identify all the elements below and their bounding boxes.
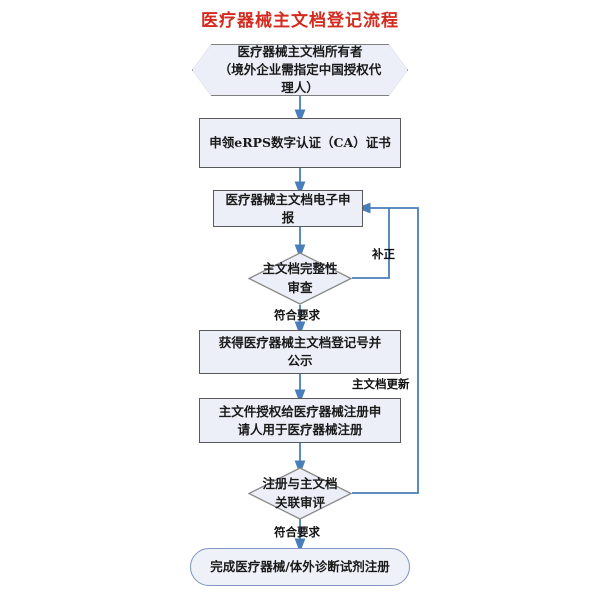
edge-correction-loop xyxy=(352,202,390,279)
node-registration-number[interactable]: 获得医疗器械主文档登记号并 公示 xyxy=(199,330,401,374)
node-ca-certificate-label: 申领eRPS数字认证（CA）证书 xyxy=(209,135,391,151)
node-electronic-submission-label: 医疗器械主文档电子申报 xyxy=(225,191,351,225)
node-association-review[interactable]: 注册与主文档 关联审评 xyxy=(248,467,352,520)
node-authorization-label: 主文件授权给医疗器械注册申 请人用于医疗器械注册 xyxy=(218,403,382,437)
node-ca-certificate[interactable]: 申领eRPS数字认证（CA）证书 xyxy=(199,118,401,168)
edge-master-file-update-loop xyxy=(352,207,419,494)
node-completeness-review[interactable]: 主文档完整性 审查 xyxy=(248,252,352,305)
node-registration-complete-label: 完成医疗器械/体外诊断试剂注册 xyxy=(210,559,390,575)
node-registration-number-label: 获得医疗器械主文档登记号并 公示 xyxy=(218,335,382,368)
node-master-file-owner-body: 医疗器械主文档所有者 （境外企业需指定中国授权代 理人） xyxy=(192,44,408,96)
node-authorization[interactable]: 主文件授权给医疗器械注册申 请人用于医疗器械注册 xyxy=(199,398,401,443)
node-electronic-submission[interactable]: 医疗器械主文档电子申报 xyxy=(213,190,363,227)
node-master-file-owner-label: 医疗器械主文档所有者 （境外企业需指定中国授权代 理人） xyxy=(218,44,382,95)
edge-label-meets-requirements-1: 符合要求 xyxy=(274,308,320,322)
node-master-file-owner[interactable]: 医疗器械主文档所有者 （境外企业需指定中国授权代 理人） xyxy=(192,44,408,96)
edge-label-correction: 补正 xyxy=(372,247,395,261)
page-title: 医疗器械主文档登记流程 xyxy=(201,11,399,31)
edge-label-master-file-update: 主文档更新 xyxy=(352,377,410,391)
edge-label-meets-requirements-2: 符合要求 xyxy=(274,525,320,539)
node-registration-complete[interactable]: 完成医疗器械/体外诊断试剂注册 xyxy=(190,548,410,586)
